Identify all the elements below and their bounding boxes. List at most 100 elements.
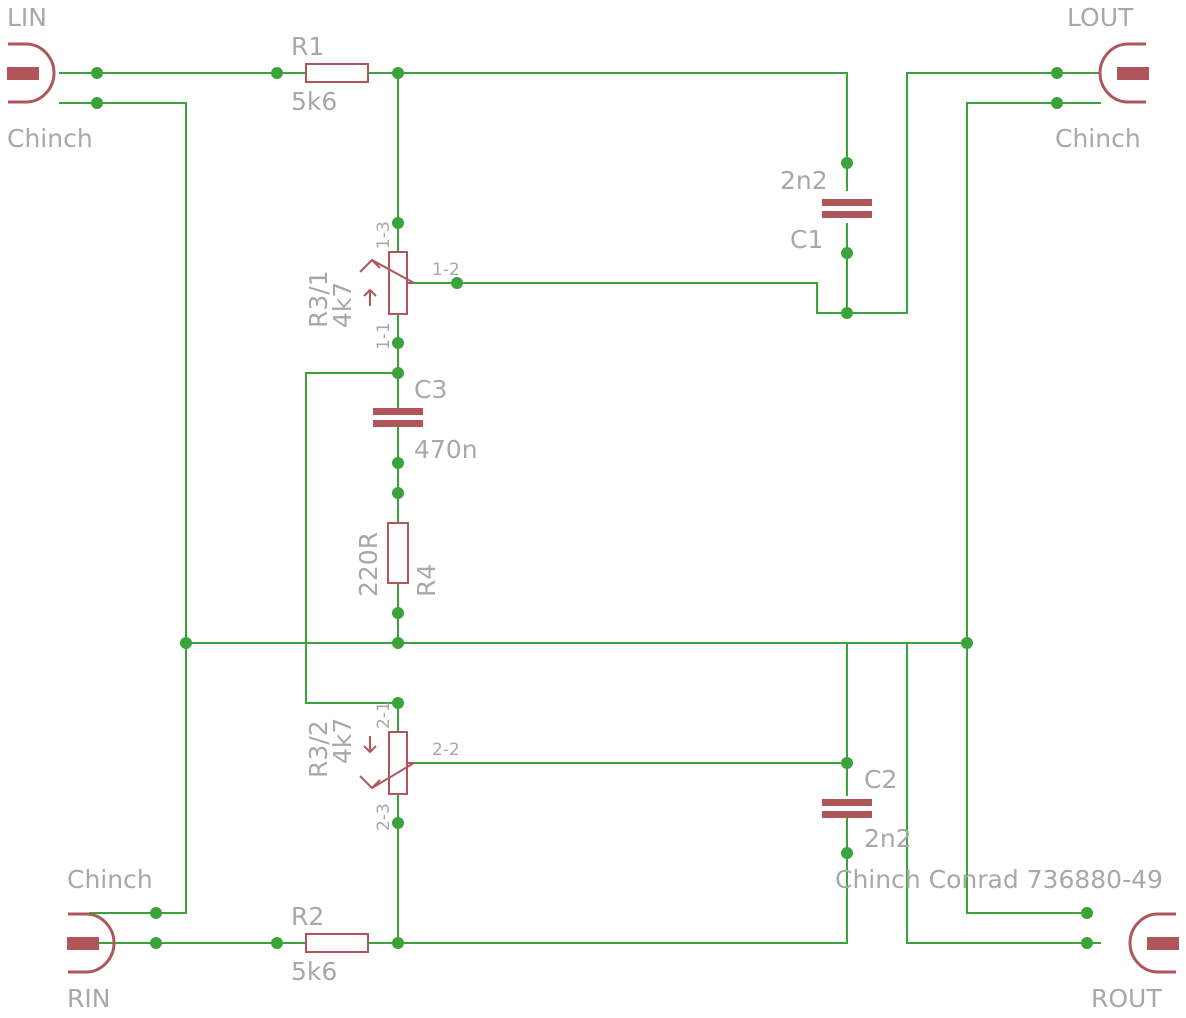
junction-dot [91, 67, 103, 79]
junction-dot [91, 97, 103, 109]
connector-shell [1098, 42, 1146, 104]
junction-dot [841, 757, 853, 769]
junction-dot [841, 847, 853, 859]
capacitor-c2 [822, 799, 872, 818]
wiper-arrow [359, 762, 415, 790]
pin-label-2-1: 2-1 [374, 701, 394, 729]
c2-name-label: C2 [864, 765, 897, 794]
connector-label-lout: LOUT [1067, 3, 1134, 32]
connector-value-lin: Chinch [7, 124, 93, 153]
connector-label-rin: RIN [67, 984, 110, 1013]
junctions [91, 67, 1093, 949]
wire-c2-bottom [397, 793, 848, 944]
connector-label-rout: ROUT [1091, 984, 1162, 1013]
direction-arrow-icon [363, 736, 377, 754]
c3-value-label: 470n [414, 435, 478, 464]
r2-value-label: 5k6 [291, 957, 337, 986]
resistor-r2-body [305, 933, 369, 953]
wire-pot-crosslink [305, 372, 399, 733]
junction-dot [392, 217, 404, 229]
potentiometer-body [388, 251, 408, 315]
r4-name-label: R4 [412, 564, 441, 597]
resistor-r4-body [387, 522, 409, 584]
connector-pin [7, 67, 39, 80]
pin-label-1-2: 1-2 [432, 260, 460, 280]
capacitor-plate [822, 199, 872, 206]
connector-value-rout: Chinch Conrad 736880-49 [835, 865, 1163, 894]
r3-2-name-label: R3/2 [304, 720, 333, 778]
junction-dot [180, 637, 192, 649]
wire-rout-signal [906, 642, 1101, 944]
junction-dot [451, 277, 463, 289]
junction-dot [392, 457, 404, 469]
capacitor-plate [822, 799, 872, 806]
pin-label-2-2: 2-2 [432, 740, 460, 760]
r3-2-value-label: 4k7 [328, 718, 357, 764]
connector-shell [1128, 912, 1176, 974]
wiper-arrow [359, 258, 415, 284]
connector-pin [1117, 67, 1149, 80]
wire-r1-to-c1 [367, 72, 848, 191]
wire-lin-ground [59, 102, 187, 914]
junction-dot [150, 937, 162, 949]
junction-dot [271, 937, 283, 949]
junction-dot [841, 247, 853, 259]
capacitor-c3 [373, 408, 423, 427]
connector-lout [1098, 42, 1149, 104]
capacitor-plate [373, 408, 423, 415]
resistor-r1-body [305, 63, 369, 83]
junction-dot [1081, 937, 1093, 949]
connector-pin [67, 937, 99, 950]
junction-dot [271, 67, 283, 79]
r3-1-name-label: R3/1 [304, 270, 333, 328]
junction-dot [392, 817, 404, 829]
connector-lin [7, 42, 56, 104]
c1-value-label: 2n2 [780, 166, 828, 195]
connector-rin [67, 912, 116, 974]
direction-arrow-icon [363, 288, 377, 306]
capacitor-plate [822, 811, 872, 818]
junction-dot [392, 697, 404, 709]
r3-1-value-label: 4k7 [328, 282, 357, 328]
junction-dot [392, 367, 404, 379]
connector-rout [1128, 912, 1179, 974]
junction-dot [392, 937, 404, 949]
junction-dot [1081, 907, 1093, 919]
junction-dot [1051, 97, 1063, 109]
connector-shell [8, 42, 56, 104]
c2-value-label: 2n2 [864, 824, 912, 853]
c3-name-label: C3 [414, 375, 447, 404]
junction-dot [841, 307, 853, 319]
capacitor-c1 [822, 199, 872, 218]
junction-dot [841, 157, 853, 169]
r1-value-label: 5k6 [291, 87, 337, 116]
junction-dot [392, 607, 404, 619]
junction-dot [392, 67, 404, 79]
r2-name-label: R2 [291, 902, 324, 931]
capacitor-plate [822, 211, 872, 218]
wire-wiper1 [413, 72, 1101, 314]
potentiometer-body [388, 731, 408, 795]
junction-dot [150, 907, 162, 919]
potentiometer-r3-1 [359, 251, 415, 315]
potentiometer-r3-2 [359, 731, 415, 795]
pin-label-2-3: 2-3 [374, 803, 394, 831]
wire-lout-ground [966, 102, 1101, 914]
connector-shell [68, 912, 116, 974]
r4-value-label: 220R [354, 532, 383, 597]
junction-dot [961, 637, 973, 649]
pin-label-1-3: 1-3 [374, 221, 394, 249]
capacitor-plate [373, 420, 423, 427]
connector-pin [1147, 937, 1179, 950]
c1-name-label: C1 [790, 225, 823, 254]
junction-dot [392, 487, 404, 499]
wires [59, 72, 1101, 944]
junction-dot [392, 337, 404, 349]
junction-dot [392, 637, 404, 649]
junction-dot [1051, 67, 1063, 79]
connector-value-rin: Chinch [67, 865, 153, 894]
connector-value-lout: Chinch [1055, 124, 1141, 153]
r1-name-label: R1 [291, 32, 324, 61]
connector-label-lin: LIN [7, 3, 47, 32]
